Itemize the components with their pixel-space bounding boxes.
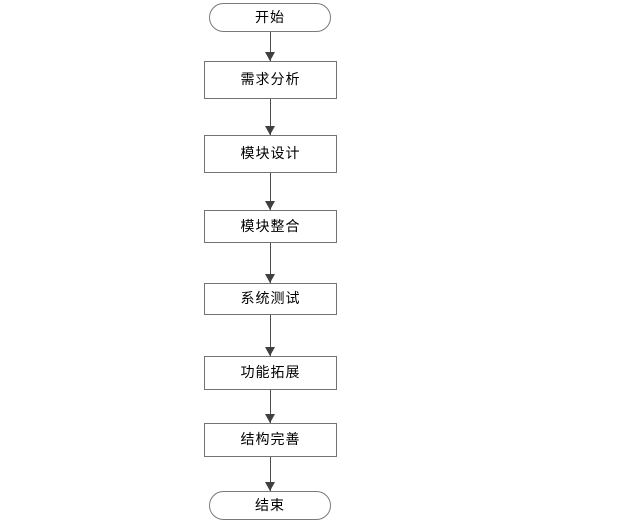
flow-node-start-label: 开始 — [255, 9, 285, 26]
flow-node-module-design: 模块设计 — [204, 135, 337, 173]
flow-node-module-integration: 模块整合 — [204, 210, 337, 243]
flow-node-end-label: 结束 — [255, 497, 285, 514]
flow-node-feature-expansion-label: 功能拓展 — [240, 365, 301, 381]
arrow-line — [270, 457, 271, 491]
flow-node-system-testing-label: 系统测试 — [240, 291, 301, 307]
arrowhead-down-icon — [265, 201, 275, 210]
arrowhead-down-icon — [265, 414, 275, 423]
arrow-line — [270, 243, 271, 283]
flow-node-feature-expansion: 功能拓展 — [204, 356, 337, 390]
arrow-line — [270, 173, 271, 210]
flow-node-system-testing: 系统测试 — [204, 283, 337, 315]
flow-node-requirements-analysis-label: 需求分析 — [240, 72, 301, 88]
arrowhead-down-icon — [265, 274, 275, 283]
flow-node-end: 结束 — [209, 491, 331, 520]
arrowhead-down-icon — [265, 126, 275, 135]
flow-node-start: 开始 — [209, 3, 331, 32]
arrow-integration-to-testing — [265, 243, 276, 283]
arrow-testing-to-expansion — [265, 315, 276, 356]
arrow-module-design-to-integration — [265, 173, 276, 210]
arrow-line — [270, 315, 271, 356]
arrowhead-down-icon — [265, 52, 275, 61]
arrowhead-down-icon — [265, 347, 275, 356]
arrow-start-to-requirements — [265, 32, 276, 61]
arrow-expansion-to-refinement — [265, 390, 276, 423]
arrow-line — [270, 99, 271, 135]
flow-node-structure-refinement-label: 结构完善 — [240, 432, 301, 448]
arrow-refinement-to-end — [265, 457, 276, 491]
flow-node-requirements-analysis: 需求分析 — [204, 61, 337, 99]
arrow-line — [270, 32, 271, 61]
flow-node-module-design-label: 模块设计 — [240, 146, 301, 162]
arrow-line — [270, 390, 271, 423]
arrow-requirements-to-module-design — [265, 99, 276, 135]
arrowhead-down-icon — [265, 482, 275, 491]
flow-node-module-integration-label: 模块整合 — [240, 218, 301, 235]
flow-node-structure-refinement: 结构完善 — [204, 423, 337, 457]
